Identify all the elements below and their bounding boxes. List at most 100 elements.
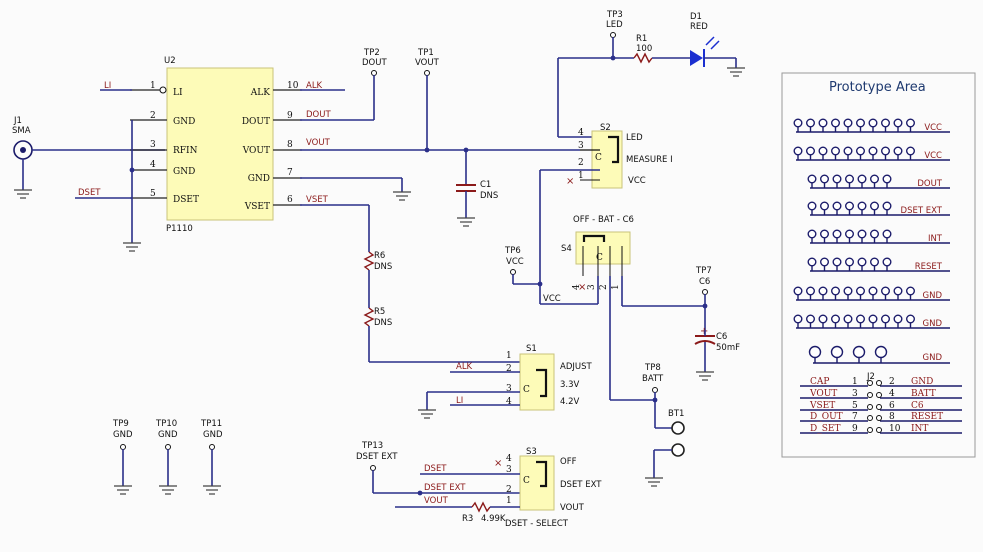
s2-pin-num: 4 [578, 128, 584, 138]
prototype-pad [856, 118, 866, 128]
tp3-test-point: TP3 LED [606, 10, 623, 58]
prototype-pad [832, 174, 842, 184]
svg-text:×: × [494, 458, 502, 469]
prototype-pad [906, 286, 916, 296]
tp6-test-point: TP6 VCC [504, 246, 524, 284]
prototype-pad [857, 257, 867, 267]
u2-pin-name: LI [173, 88, 183, 98]
tp10-ref: TP10 [155, 419, 177, 429]
r1-value: 100 [636, 44, 652, 54]
r3-value: 4.99K [481, 514, 506, 524]
prototype-pad [820, 229, 830, 239]
ground-symbol [123, 242, 141, 252]
prototype-pad [868, 314, 878, 324]
prototype-pad [807, 174, 817, 184]
svg-text:×: × [566, 176, 574, 187]
prototype-row-label: DOUT [917, 179, 942, 189]
ground-symbol [457, 217, 475, 227]
s2-c: C [595, 153, 602, 163]
u2-pin-num: 10 [287, 81, 299, 91]
s4-ref: S4 [561, 244, 572, 254]
u2-pin-num: 5 [150, 189, 156, 199]
s4-pin-num: 1 [611, 284, 621, 290]
j2-left-num: 7 [852, 412, 858, 422]
prototype-row: RESET [807, 257, 950, 272]
net-label: ALK [306, 81, 323, 91]
prototype-pad [808, 345, 822, 359]
u2-pin-num: 6 [287, 195, 293, 205]
u2-pin-num: 2 [150, 111, 156, 121]
d1-ref: D1 [690, 12, 702, 22]
s3-pin-num: 1 [506, 496, 512, 506]
s1-pin-num: 1 [506, 351, 512, 361]
u2-pin-name: GND [248, 174, 270, 184]
prototype-pad [807, 257, 817, 267]
s1-33-label: 3.3V [560, 380, 580, 390]
prototype-row: VCC [793, 146, 950, 161]
prototype-pad [852, 345, 866, 359]
u2-pin-name: ALK [250, 88, 270, 98]
u2-ref: U2 [164, 56, 176, 66]
prototype-pad [820, 174, 830, 184]
s4-c: C [596, 253, 603, 263]
prototype-pad [893, 146, 903, 156]
prototype-pad [793, 314, 803, 324]
u2-pin-name: VOUT [242, 146, 270, 156]
prototype-pad [843, 146, 853, 156]
ground-symbol [393, 191, 411, 201]
prototype-pad [806, 118, 816, 128]
ground-symbol [727, 67, 745, 77]
s3-off-label: OFF [560, 457, 577, 467]
ground-symbol [14, 189, 32, 199]
net-label: VOUT [306, 138, 331, 148]
tp7-net: C6 [699, 277, 710, 287]
s1-switch: S1 1 2 3 4 C ADJUST 3.3V 4.2V [506, 344, 592, 411]
s2-name: MEASURE I [626, 155, 673, 165]
prototype-pad [868, 286, 878, 296]
svg-text:+: + [700, 326, 708, 337]
u2-pin-num: 8 [287, 140, 293, 150]
net-label: VCC [543, 294, 561, 304]
prototype-pad [856, 286, 866, 296]
bt1-battery: BT1 [668, 409, 685, 457]
c1-ref: C1 [480, 180, 491, 190]
tp11-net: GND [203, 430, 223, 440]
u2-pin-num: 1 [150, 81, 156, 91]
prototype-pad [807, 201, 817, 211]
net-label: LI [456, 396, 463, 406]
j2-pin [876, 380, 882, 386]
j2-right-name: BATT [911, 389, 936, 399]
prototype-pad [830, 345, 844, 359]
prototype-row: VCC [793, 118, 950, 133]
prototype-pad [845, 201, 855, 211]
ground-symbol [114, 485, 132, 495]
s1-ref: S1 [526, 344, 537, 354]
s2-vcc-label: VCC [628, 176, 646, 186]
prototype-pad [882, 201, 892, 211]
c1-capacitor: C1 DNS [456, 150, 498, 227]
prototype-row-label: INT [928, 234, 943, 244]
prototype-pad [818, 286, 828, 296]
prototype-row: INT [807, 229, 950, 244]
ground-symbol [159, 485, 177, 495]
prototype-pad [893, 314, 903, 324]
j2-right-name: GND [911, 377, 933, 387]
prototype-row-label: VCC [924, 123, 942, 133]
u2-pin-num: 7 [287, 168, 293, 178]
prototype-row-label: VCC [924, 151, 942, 161]
tp10-net: GND [158, 430, 178, 440]
s3-pin-num: 2 [506, 485, 512, 495]
s3-pin-num: 4 [506, 454, 512, 464]
j2-ref: J2 [866, 372, 875, 382]
net-label: DOUT [306, 110, 331, 120]
prototype-pad [857, 229, 867, 239]
tp7-ref: TP7 [695, 266, 712, 276]
d1-value: RED [690, 22, 708, 32]
j2-right-name: RESET [911, 412, 943, 422]
r5-ref: R5 [374, 307, 385, 317]
prototype-pad [893, 118, 903, 128]
prototype-row: GND [793, 314, 950, 329]
u2-pin-name: GND [173, 167, 195, 177]
